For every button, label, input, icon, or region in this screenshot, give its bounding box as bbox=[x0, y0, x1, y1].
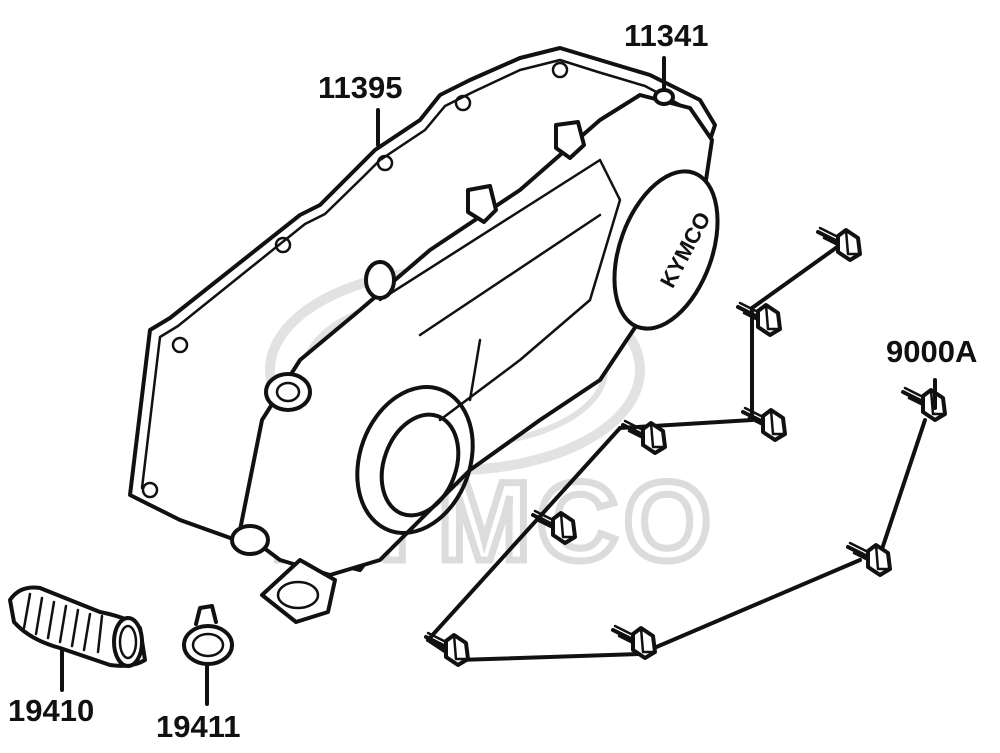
label-19411: 19411 bbox=[156, 709, 241, 744]
bolt bbox=[611, 624, 657, 660]
transmission-cover: KYMCO bbox=[230, 93, 720, 624]
label-11341: 11341 bbox=[624, 18, 709, 53]
bolt-link-line bbox=[426, 426, 622, 642]
bolt bbox=[531, 509, 577, 545]
bolt bbox=[736, 301, 782, 337]
bolt-group bbox=[424, 226, 947, 667]
leader-lines bbox=[376, 108, 937, 410]
label-9000a: 9000A bbox=[886, 334, 977, 369]
label-19410: 19410 bbox=[8, 693, 94, 728]
air-duct bbox=[8, 585, 147, 692]
label-11395: 11395 bbox=[318, 70, 403, 105]
bolt bbox=[741, 406, 787, 442]
cover-pin bbox=[653, 56, 675, 106]
bolt-link-line bbox=[618, 418, 754, 430]
bolt-link-line bbox=[638, 558, 862, 656]
bolt bbox=[846, 541, 892, 577]
bolt bbox=[621, 419, 667, 455]
bolt bbox=[424, 631, 470, 667]
bolt bbox=[901, 386, 947, 422]
bolt-link-line bbox=[878, 418, 927, 557]
hose-clamp bbox=[182, 604, 234, 706]
bolt-link-line bbox=[456, 652, 642, 662]
bolt bbox=[816, 226, 862, 262]
bolt-link-line bbox=[750, 243, 842, 310]
